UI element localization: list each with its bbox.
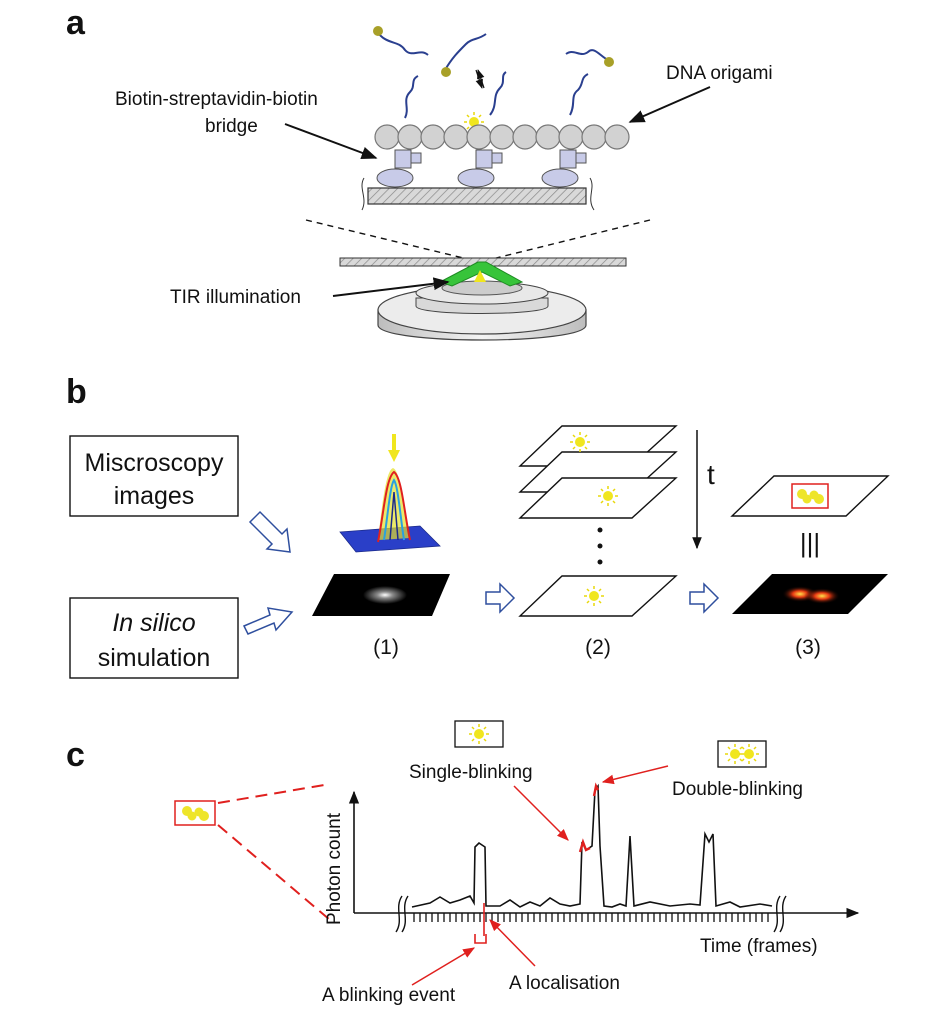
box-bottom-line1: In silico (112, 609, 195, 637)
objective-lens (377, 280, 587, 341)
heat-spot-2 (804, 588, 840, 604)
bridge-pointer (284, 123, 378, 159)
panel-c-letter: c (66, 736, 85, 774)
x-axis-label: Time (frames) (700, 936, 818, 957)
box-in-silico (69, 597, 239, 679)
double-blinking-sun-2-icon (738, 743, 760, 765)
label-bridge-line2: bridge (205, 116, 258, 137)
blinking-event-bracket (474, 934, 487, 944)
box-microscopy-images (69, 435, 239, 517)
panel-b-letter: b (66, 373, 87, 411)
equivalence-symbol: ||| (800, 528, 820, 558)
step-3-label: (3) (795, 636, 821, 659)
psf-3d-plot (339, 434, 441, 553)
single-blinking-label: Single-blinking (409, 762, 533, 783)
single-blinking-sun-icon (468, 723, 490, 745)
psf-spot (363, 586, 407, 604)
origami-beads (374, 124, 630, 150)
time-label: t (707, 459, 715, 490)
double-blinking-pointer (601, 765, 669, 785)
exchange-arrows (475, 69, 485, 89)
localisation-label: A localisation (509, 973, 620, 994)
flow-arrows-blue (242, 510, 720, 635)
double-blink-highlight (592, 782, 600, 797)
result-roi-box (791, 483, 829, 509)
frame-sun-2-icon (597, 485, 619, 507)
photon-trace (411, 783, 773, 908)
frame-stack (518, 425, 678, 617)
step-2-label: (2) (585, 636, 611, 659)
step-1-label: (1) (373, 636, 399, 659)
box-top-line1: Miscroscopy (85, 449, 224, 477)
y-axis-label: Photon count (324, 812, 345, 925)
single-blink-highlight (578, 838, 591, 853)
single-blinking-pointer (513, 785, 569, 841)
box-top-line2: images (114, 482, 195, 510)
frame-sun-3-icon (583, 585, 605, 607)
panel-a-letter: a (66, 4, 86, 42)
frame-ticks (413, 913, 769, 922)
label-bridge-line1: Biotin-streptavidin-biotin (115, 89, 318, 110)
streptavidin-bridges (376, 149, 587, 188)
roi-zoom-lines (217, 783, 331, 921)
break-marks (361, 177, 595, 211)
blinking-event-label: A blinking event (322, 985, 456, 1006)
ellipsis-dots (597, 527, 603, 565)
label-origami: DNA origami (666, 63, 773, 84)
double-blinking-label: Double-blinking (672, 779, 803, 800)
blinking-event-pointer (411, 947, 476, 986)
roi-box (174, 800, 216, 826)
dna-strands (373, 26, 614, 119)
axis-breaks (395, 895, 787, 933)
zoom-lines (305, 219, 651, 263)
label-tir: TIR illumination (170, 287, 301, 308)
glass-surface (367, 187, 587, 205)
frame-sun-1-icon (569, 431, 591, 453)
roi-blobs-icon (182, 806, 209, 821)
origami-pointer (628, 86, 711, 123)
tir-beam (438, 261, 524, 287)
box-bottom-line2: simulation (98, 644, 211, 672)
tir-pointer (332, 277, 450, 297)
localisation-pointer (489, 919, 536, 967)
